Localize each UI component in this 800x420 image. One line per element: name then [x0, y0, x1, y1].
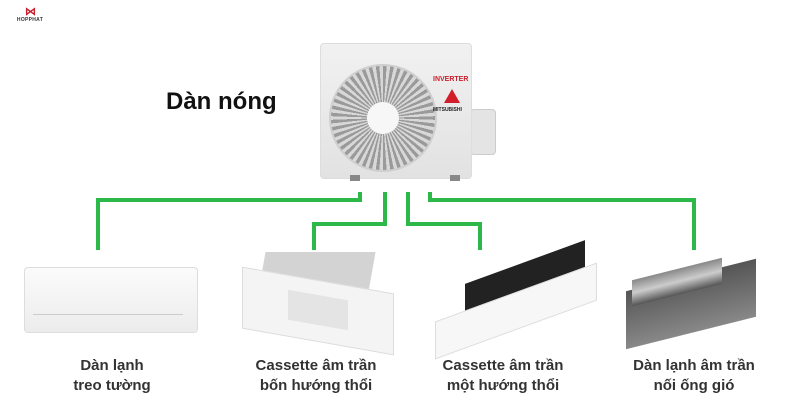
pipe-line [478, 222, 482, 250]
brand-text: MITSUBISHI [433, 107, 462, 113]
pipe-line [406, 192, 410, 226]
pipe-line [692, 198, 696, 250]
logo-text: HOPPHAT [16, 17, 44, 23]
mitsubishi-logo-icon [444, 89, 460, 103]
pipe-line [383, 192, 387, 226]
label-line: treo tường [73, 377, 151, 394]
outdoor-unit-title: Dàn nóng [166, 88, 277, 115]
one-way-cassette-image [425, 240, 600, 360]
indoor-label-four-way-cassette: Cassette âm trần bốn hướng thổi [226, 356, 406, 396]
logo-mark-icon: ⋈ [25, 6, 36, 18]
outdoor-foot [350, 175, 360, 181]
indoor-label-ducted: Dàn lạnh âm trần nối ống gió [604, 356, 784, 396]
pipe-line [312, 222, 387, 226]
cassette-panel [242, 266, 394, 356]
label-line: một hướng thổi [446, 377, 560, 394]
pipe-line [428, 192, 432, 202]
label-line: Dàn lạnh [80, 357, 144, 374]
label-line: bốn hướng thổi [259, 377, 373, 394]
wall-mounted-unit-image [24, 267, 198, 333]
fan-hub [367, 102, 399, 134]
outdoor-unit-body: INVERTER MITSUBISHI [320, 43, 472, 179]
outdoor-unit-valve-cover [470, 109, 496, 155]
label-line: Cassette âm trần [442, 357, 564, 374]
pipe-line [358, 192, 362, 202]
fan-grille-icon [329, 64, 437, 172]
indoor-label-wall: Dàn lạnh treo tường [22, 356, 202, 396]
pipe-line [428, 198, 696, 202]
ducted-unit-image [622, 255, 772, 350]
indoor-label-one-way-cassette: Cassette âm trần một hướng thổi [413, 356, 593, 396]
label-line: Dàn lạnh âm trần [633, 357, 755, 374]
pipe-line [96, 198, 100, 250]
four-way-cassette-image [232, 252, 402, 356]
cassette-grille [288, 289, 348, 331]
hopphat-logo: ⋈ HOPPHAT [10, 6, 50, 24]
outdoor-foot [450, 175, 460, 181]
label-line: Cassette âm trần [255, 357, 377, 374]
inverter-badge: INVERTER [433, 76, 469, 83]
wall-unit-vent [33, 314, 183, 325]
pipe-line [96, 198, 362, 202]
pipe-line [312, 222, 316, 250]
outdoor-unit-image: INVERTER MITSUBISHI [320, 39, 496, 181]
label-line: nối ống gió [653, 377, 735, 394]
pipe-line [406, 222, 482, 226]
